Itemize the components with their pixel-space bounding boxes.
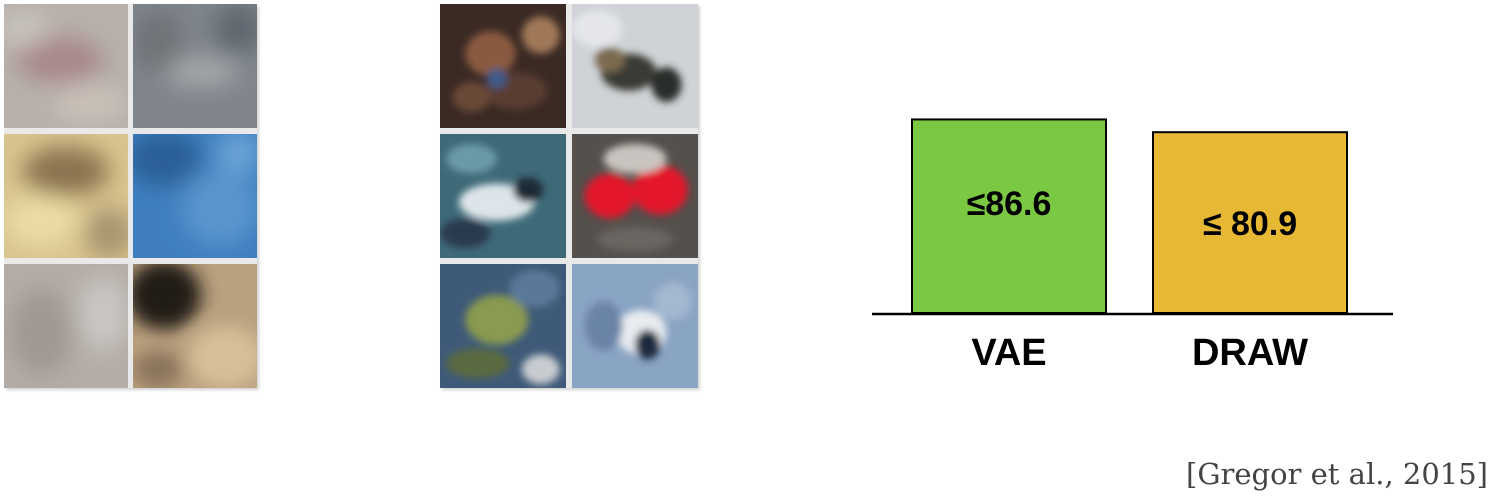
bar-draw <box>1152 131 1348 314</box>
vae-sample-2 <box>133 4 257 128</box>
draw-sample-3 <box>440 134 566 258</box>
category-label-draw: DRAW <box>1192 332 1308 374</box>
vae-sample-5 <box>4 264 128 388</box>
draw-sample-2 <box>572 4 698 128</box>
draw-sample-6 <box>572 264 698 388</box>
vae-sample-6 <box>133 264 257 388</box>
value-label-vae: ≤86.6 <box>967 185 1052 223</box>
draw-sample-4 <box>572 134 698 258</box>
category-label-vae: VAE <box>971 332 1046 374</box>
value-label-draw: ≤ 80.9 <box>1203 205 1297 243</box>
draw-samples-grid <box>440 4 698 388</box>
vae-sample-3 <box>4 134 128 258</box>
citation: [Gregor et al., 2015] <box>1186 457 1488 491</box>
draw-sample-1 <box>440 4 566 128</box>
vae-samples-grid <box>4 4 257 388</box>
vae-sample-4 <box>133 134 257 258</box>
draw-sample-5 <box>440 264 566 388</box>
vae-sample-1 <box>4 4 128 128</box>
bar-vae <box>911 118 1107 314</box>
